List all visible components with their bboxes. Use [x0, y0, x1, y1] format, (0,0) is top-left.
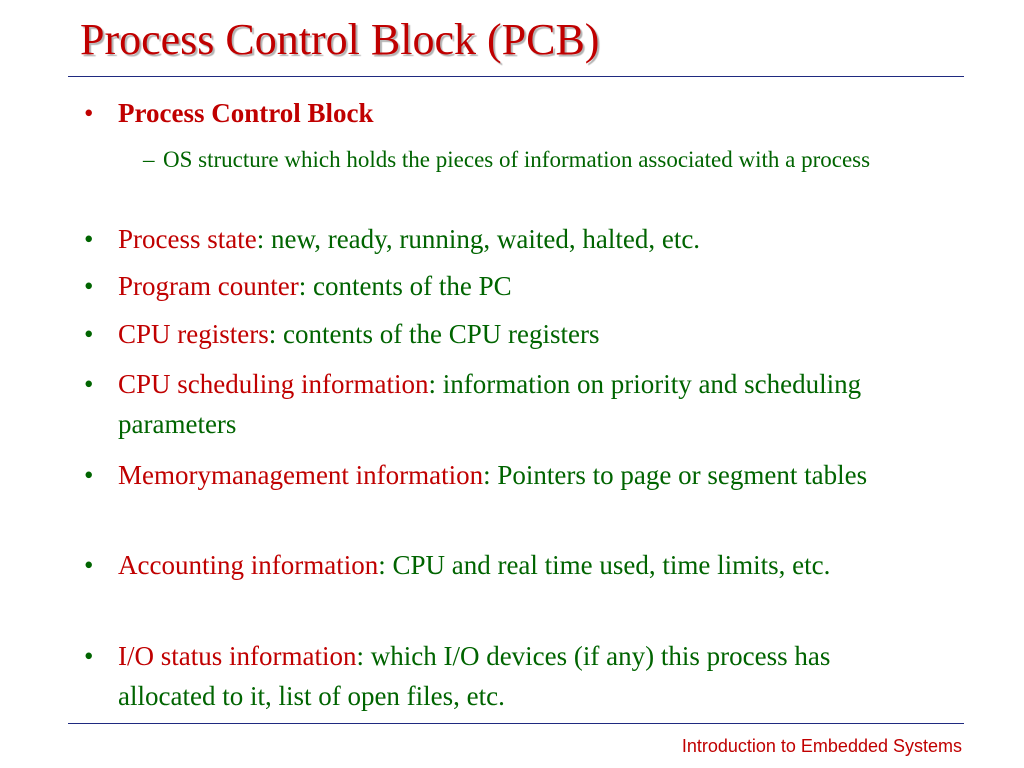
bullet-item-pcb: • Process Control Block — [84, 93, 918, 133]
bullet-item-process-state: • Process state: new, ready, running, wa… — [84, 219, 918, 259]
bullet-term: Program counter — [118, 271, 299, 301]
bullet-glyph: • — [84, 319, 94, 349]
bullet-glyph: • — [84, 641, 94, 671]
bullet-glyph: • — [84, 550, 94, 580]
bullet-desc: : contents of the PC — [298, 271, 512, 301]
bullet-desc: : information on priority and scheduling… — [118, 369, 862, 439]
bullet-item-accounting: • Accounting information: CPU and real t… — [84, 545, 918, 585]
bullet-desc: : which I/O devices (if any) this proces… — [118, 641, 831, 711]
bullet-item-cpu-registers: • CPU registers: contents of the CPU reg… — [84, 314, 918, 354]
bullet-glyph: • — [84, 460, 94, 490]
bullet-term: I/O status information — [118, 641, 357, 671]
slide-title: Process Control Block (PCB) — [80, 15, 600, 64]
bullet-glyph: • — [84, 98, 94, 128]
bullet-glyph: • — [84, 369, 94, 399]
bullet-term: CPU scheduling information — [118, 369, 429, 399]
bullet-desc: : contents of the CPU registers — [268, 319, 600, 349]
bullet-desc: : Pointers to page or segment tables — [483, 460, 868, 490]
bullet-term: Memorymanagement information — [118, 460, 484, 490]
bullet-glyph: • — [84, 271, 94, 301]
footer-divider — [68, 723, 964, 724]
bullet-term: Accounting information — [118, 550, 379, 580]
bullet-desc: : new, ready, running, waited, halted, e… — [256, 224, 701, 254]
bullet-item-memory-management: • Memorymanagement information: Pointers… — [84, 455, 918, 495]
bullet-item-cpu-scheduling: • CPU scheduling information: informatio… — [84, 364, 918, 444]
bullet-desc: : CPU and real time used, time limits, e… — [378, 550, 831, 580]
bullet-glyph: • — [84, 224, 94, 254]
slide-footer: Introduction to Embedded Systems — [681, 736, 962, 756]
title-divider — [68, 76, 964, 77]
sub-item-pcb-definition: – OS structure which holds the pieces of… — [143, 143, 953, 176]
bullet-term: Process state — [118, 224, 257, 254]
sub-bullet-glyph: – — [143, 147, 155, 172]
bullet-term: CPU registers — [118, 319, 269, 349]
bullet-item-program-counter: • Program counter: contents of the PC — [84, 266, 918, 306]
sub-item-text: OS structure which holds the pieces of i… — [163, 147, 871, 172]
bullet-term: Process Control Block — [118, 98, 374, 128]
bullet-item-io-status: • I/O status information: which I/O devi… — [84, 636, 918, 716]
